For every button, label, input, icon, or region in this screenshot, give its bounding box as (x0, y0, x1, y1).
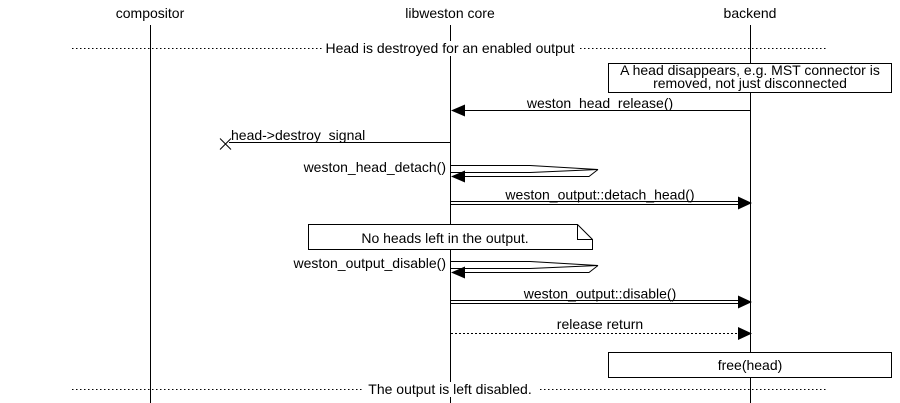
note-free-head-label: free(head) (718, 357, 783, 373)
note-no-heads-left: No heads left in the output. (308, 224, 593, 250)
divider-bottom: The output is left disabled. (72, 381, 827, 397)
message-weston-head-detach: weston_head_detach() (303, 159, 599, 183)
note-head-disappears-line2: removed, not just disconnected (653, 75, 847, 91)
arrowhead-left-icon (451, 104, 465, 117)
message-release-return: release return (451, 316, 752, 340)
lost-message-cross-icon (219, 138, 232, 150)
message-weston-output-disable-label: weston_output_disable() (292, 255, 446, 271)
divider-top-label: Head is destroyed for an enabled output (325, 40, 574, 56)
divider-top-text-mask (322, 41, 578, 56)
message-output-disable-call: weston_output::disable() (451, 286, 752, 309)
message-weston-head-detach-label: weston_head_detach() (303, 159, 446, 175)
divider-top: Head is destroyed for an enabled output (72, 40, 827, 56)
arrowhead-right-icon (738, 196, 752, 210)
actor-label-backend: backend (724, 5, 777, 21)
note-head-disappears-box (608, 63, 892, 93)
note-no-heads-left-box (308, 224, 593, 250)
message-output-disable-label: weston_output::disable() (523, 286, 677, 302)
message-weston-head-release-label: weston_head_release() (526, 95, 673, 111)
note-head-disappears-line1: A head disappears, e.g. MST connector is (620, 62, 880, 78)
message-release-return-label: release return (557, 316, 643, 332)
arrowhead-right-icon (738, 327, 752, 340)
actor-label-libweston-core: libweston core (405, 5, 495, 21)
message-weston-output-disable: weston_output_disable() (292, 255, 599, 279)
message-destroy-signal: head->destroy_signal (219, 127, 451, 150)
self-call-return-line (465, 169, 599, 177)
arrowhead-left-icon (451, 266, 465, 279)
actor-label-compositor: compositor (116, 5, 185, 21)
note-fold-corner-icon (577, 224, 593, 240)
arrowhead-left-icon (451, 170, 465, 183)
note-free-head-box (608, 352, 892, 378)
message-destroy-signal-label: head->destroy_signal (231, 127, 365, 143)
divider-bottom-text-mask (363, 382, 539, 397)
note-no-heads-left-label: No heads left in the output. (361, 230, 528, 246)
message-detach-head-label: weston_output::detach_head() (504, 187, 694, 203)
self-call-return-line (465, 265, 599, 273)
message-weston-head-release: weston_head_release() (451, 95, 751, 117)
divider-bottom-label: The output is left disabled. (368, 381, 531, 397)
arrowhead-right-icon (738, 295, 752, 309)
note-head-disappears: A head disappears, e.g. MST connector is… (608, 62, 892, 93)
message-detach-head: weston_output::detach_head() (451, 187, 752, 210)
note-free-head: free(head) (608, 352, 892, 378)
